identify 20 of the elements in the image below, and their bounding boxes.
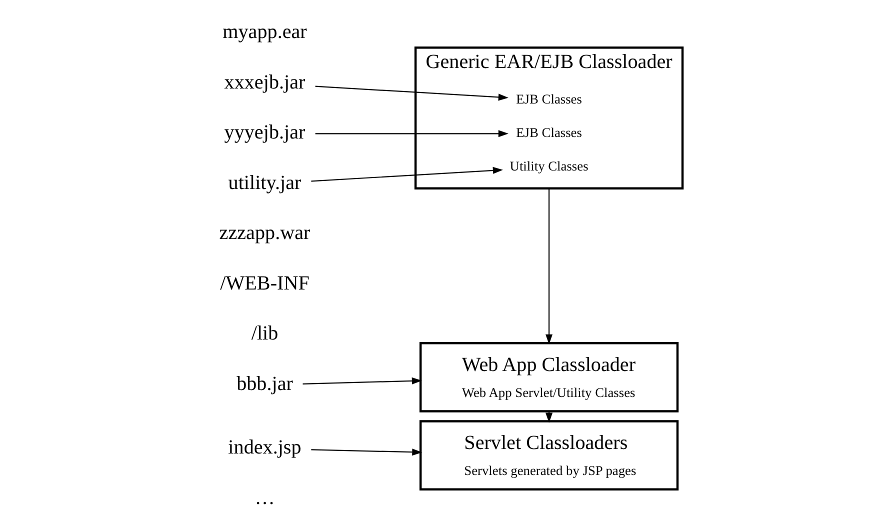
node-box: Servlet Classloaders Servlets generated by JSP pages xyxy=(419,420,679,491)
node-text: index.jsp xyxy=(228,436,302,459)
label: /lib xyxy=(251,322,278,345)
node-text: xxxejb.jar xyxy=(224,71,306,94)
label: … xyxy=(254,486,275,509)
node-text: yyyejb.jar xyxy=(224,122,306,144)
arrow xyxy=(315,86,508,101)
node-text: utility.jar xyxy=(228,172,302,194)
arrow xyxy=(311,448,422,456)
label: zzzapp.war xyxy=(219,222,310,244)
arrow xyxy=(302,377,422,384)
arrow xyxy=(311,166,503,182)
label: /WEB-INF xyxy=(220,272,310,294)
node-text: EJB Classes xyxy=(516,125,582,140)
node-text: Utility Classes xyxy=(510,158,588,174)
label: myapp.ear xyxy=(222,21,307,44)
arrow xyxy=(315,130,508,138)
node-text: bbb.jar xyxy=(236,372,293,395)
node-text: EJB Classes xyxy=(516,92,582,107)
arrow xyxy=(546,188,553,344)
